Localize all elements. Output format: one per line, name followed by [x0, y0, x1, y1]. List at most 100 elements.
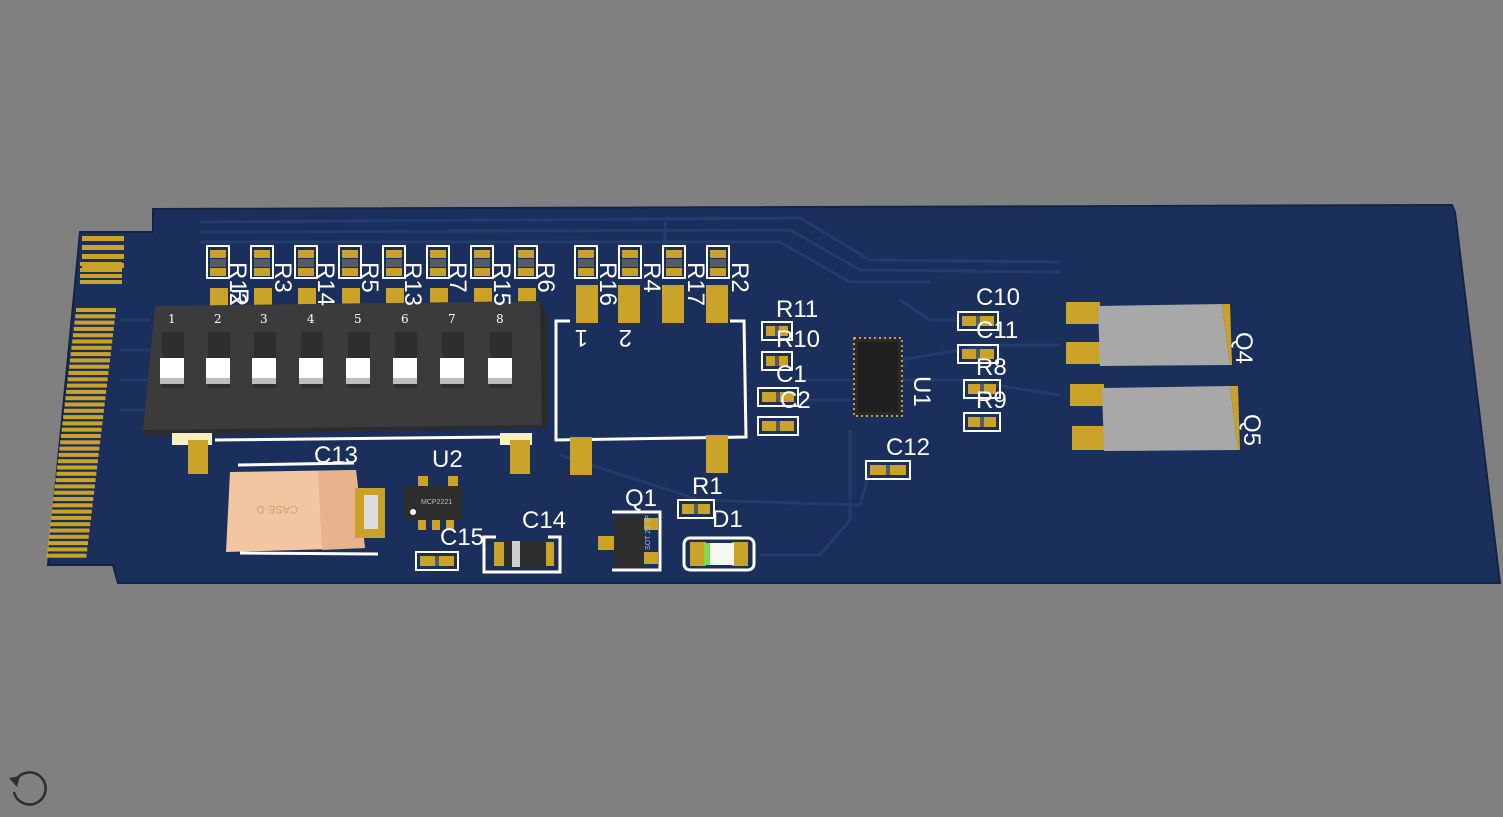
label-u2: U2: [432, 446, 463, 473]
passive-outline: [757, 387, 799, 407]
dip-number-3: 3: [260, 312, 268, 326]
resistor-pad: [622, 268, 638, 276]
gold-finger: [65, 396, 106, 401]
passive-outline: [957, 311, 999, 331]
gold-finger: [50, 522, 91, 527]
passive-pad: [984, 417, 996, 427]
d1-led[interactable]: [682, 536, 756, 572]
resistor-outline: [206, 245, 230, 279]
dip-toggle-shadow: [440, 378, 464, 384]
resistor-pad: [342, 250, 358, 258]
label-c2: C2: [780, 387, 811, 414]
passive-pad: [962, 316, 976, 326]
gold-finger: [51, 509, 92, 514]
gold-finger: [82, 236, 124, 241]
resistor-outline: [662, 245, 686, 279]
resistor-outline: [574, 245, 598, 279]
passive-pad: [890, 465, 906, 475]
switch-pad: [298, 288, 316, 306]
label-q4: Q4: [1230, 332, 1257, 364]
resistor-pad: [578, 250, 594, 258]
switch-pad: [474, 288, 492, 306]
label-c11: C11: [976, 317, 1018, 344]
label-u1: U1: [908, 376, 935, 407]
passive-outline: [677, 499, 715, 519]
label-r11: R11: [776, 296, 818, 323]
resistor-pad: [622, 250, 638, 258]
resistor-pad: [666, 250, 682, 258]
dip-toggle-shadow: [160, 378, 184, 384]
label-r1: R1: [692, 473, 723, 500]
dip-toggle-6[interactable]: [393, 358, 417, 378]
label-r14: R14: [312, 262, 339, 306]
passive-body: [980, 384, 984, 394]
u2-chip[interactable]: MCP2221: [404, 476, 462, 530]
dip-toggle-2[interactable]: [206, 358, 230, 378]
gold-finger: [68, 371, 109, 375]
gold-finger: [46, 553, 87, 558]
resistor-pad: [210, 268, 226, 276]
gold-finger: [60, 440, 101, 445]
dip-toggle-8[interactable]: [488, 358, 512, 378]
rotate-ccw-icon[interactable]: [6, 762, 54, 810]
resistor-outline: [426, 245, 450, 279]
passive-pad: [984, 384, 996, 394]
resistor-outline: [470, 245, 494, 279]
passive-pad: [682, 504, 694, 514]
dip-toggle-shadow: [299, 378, 323, 384]
designator-labels: R12 R3 R14 R5 R13 R7 R15 R6 R16 R4 R17 R…: [224, 262, 1265, 551]
q5-transistor[interactable]: [1070, 384, 1240, 451]
passive-body: [976, 349, 980, 359]
dip-toggle-4[interactable]: [299, 358, 323, 378]
resistor-pad: [342, 268, 358, 276]
label-c15: C15: [440, 524, 484, 551]
dip-toggle-1[interactable]: [160, 358, 184, 378]
resistor-pad: [430, 268, 446, 276]
gold-finger: [64, 402, 105, 407]
gold-finger: [80, 274, 122, 278]
gold-finger: [56, 471, 97, 476]
label-c13: C13: [314, 442, 358, 469]
q4-transistor[interactable]: [1066, 302, 1232, 366]
passive-outline: [865, 460, 911, 480]
gold-finger: [58, 452, 99, 457]
u1-chip[interactable]: [853, 337, 903, 417]
dip-toggle-shadow: [393, 378, 417, 384]
gold-finger: [82, 245, 124, 250]
dip-toggle-shadow: [252, 378, 276, 384]
gold-finger: [63, 415, 104, 420]
label-c12: C12: [886, 434, 930, 461]
passive-pad: [780, 421, 794, 431]
gold-finger: [72, 333, 113, 338]
q1-transistor[interactable]: SOT 23-3P: [598, 510, 662, 572]
dip-number-1: 1: [168, 312, 176, 326]
gold-finger: [67, 377, 108, 382]
passive-pad: [780, 392, 794, 402]
gold-finger: [72, 339, 113, 344]
dip-number-5: 5: [354, 312, 362, 326]
gold-finger: [66, 383, 107, 388]
c14-capacitor[interactable]: [482, 535, 562, 574]
relay-pin-1: 1: [575, 324, 588, 351]
c13-capacitor[interactable]: CASE-D: [226, 461, 385, 556]
resistor-body: [342, 259, 358, 267]
passive-body: [980, 417, 984, 427]
passive-body: [775, 326, 779, 336]
dip-switch[interactable]: [143, 301, 548, 474]
passive-pad: [762, 421, 776, 431]
passive-body: [776, 421, 780, 431]
label-r6: R6: [532, 262, 559, 293]
dip-toggle-7[interactable]: [440, 358, 464, 378]
passive-pad: [962, 349, 976, 359]
dip-toggle-5[interactable]: [346, 358, 370, 378]
passive-pad: [968, 417, 980, 427]
gold-finger: [54, 490, 95, 495]
dip-number-2: 2: [214, 312, 222, 326]
resistor-body: [518, 259, 534, 267]
passive-body: [886, 465, 890, 475]
dip-toggle-3[interactable]: [252, 358, 276, 378]
q1-marking: SOT 23-3P: [645, 515, 652, 550]
